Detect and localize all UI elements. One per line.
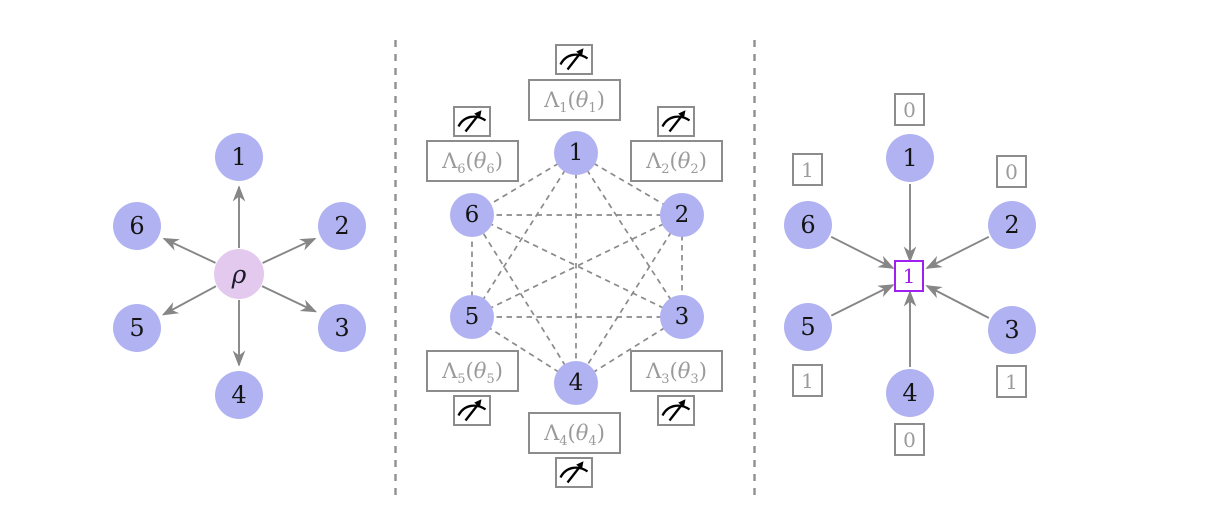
- middle-node-3: 3: [660, 295, 704, 339]
- right-node-2: 2: [988, 201, 1036, 249]
- middle-node-1-label: 1: [568, 140, 584, 166]
- channel-label-2: Λ2(θ2): [630, 140, 723, 182]
- meter-icon-3: [657, 395, 695, 426]
- left-node-3: 3: [318, 304, 366, 352]
- edge-3-6: [471, 214, 683, 318]
- middle-node-2: 2: [660, 193, 704, 237]
- outcome-2-value: 0: [1005, 159, 1018, 184]
- channel-label-2-text: Λ2(θ2): [646, 149, 707, 178]
- result-box: 1: [894, 260, 924, 292]
- right-node-5: 5: [784, 303, 832, 351]
- middle-node-5-label: 5: [464, 304, 480, 330]
- left-node-2: 2: [318, 202, 366, 250]
- outcome-box-4: 0: [894, 423, 925, 456]
- channel-label-4-text: Λ4(θ4): [544, 421, 605, 450]
- arrow-rho-to-2: [262, 237, 317, 264]
- channel-label-6-text: Λ6(θ6): [442, 149, 503, 178]
- edge-1-3: [575, 152, 683, 318]
- middle-node-4: 4: [554, 361, 598, 405]
- gauge-icon: [559, 48, 589, 71]
- gauge-icon: [661, 399, 691, 422]
- gauge-icon: [457, 110, 487, 133]
- result-value: 1: [902, 264, 916, 288]
- channel-label-4: Λ4(θ4): [528, 412, 621, 454]
- channel-label-1-text: Λ1(θ1): [544, 88, 605, 117]
- outcome-box-3: 1: [996, 365, 1027, 398]
- meter-icon-4: [555, 457, 593, 488]
- left-node-4-label: 4: [231, 381, 247, 409]
- left-node-5-label: 5: [129, 314, 145, 342]
- channel-label-5-text: Λ5(θ5): [442, 359, 503, 388]
- outcome-box-2: 0: [996, 155, 1027, 188]
- result-collection-arrows: [830, 184, 990, 367]
- middle-node-3-label: 3: [674, 304, 690, 330]
- outcome-5-value: 1: [801, 368, 814, 393]
- arrow-3-to-result: [925, 285, 990, 319]
- channel-label-1: Λ1(θ1): [528, 79, 621, 121]
- left-node-1: 1: [215, 133, 263, 181]
- right-node-6: 6: [784, 201, 832, 249]
- outcome-box-1: 0: [894, 93, 925, 126]
- arrow-6-to-result: [830, 235, 895, 269]
- left-node-6-label: 6: [129, 212, 145, 240]
- right-node-6-label: 6: [800, 211, 816, 239]
- right-node-4-label: 4: [902, 379, 918, 407]
- gauge-icon: [457, 399, 487, 422]
- correlation-edges: [471, 152, 683, 384]
- right-node-3-label: 3: [1004, 316, 1020, 344]
- outcome-4-value: 0: [903, 427, 916, 452]
- middle-node-6: 6: [450, 193, 494, 237]
- meter-icon-5: [453, 395, 491, 426]
- rho-symbol: ρ: [231, 259, 247, 289]
- arrow-2-to-result: [925, 235, 990, 269]
- arrow-rho-to-5: [161, 285, 217, 316]
- gauge-icon: [661, 110, 691, 133]
- middle-node-6-label: 6: [464, 202, 480, 228]
- right-node-2-label: 2: [1004, 211, 1020, 239]
- edge-2-4: [575, 214, 683, 384]
- outcome-1-value: 0: [903, 97, 916, 122]
- edge-2-5: [471, 214, 683, 318]
- left-node-1-label: 1: [231, 143, 247, 171]
- meter-icon-2: [657, 106, 695, 137]
- right-node-3: 3: [988, 306, 1036, 354]
- middle-node-2-label: 2: [674, 202, 690, 228]
- channel-label-6: Λ6(θ6): [426, 140, 519, 182]
- right-node-5-label: 5: [800, 313, 816, 341]
- outcome-3-value: 1: [1005, 369, 1018, 394]
- left-node-3-label: 3: [334, 314, 350, 342]
- gauge-icon: [559, 461, 589, 484]
- left-node-4: 4: [215, 371, 263, 419]
- meter-icon-6: [453, 106, 491, 137]
- left-node-2-label: 2: [334, 212, 350, 240]
- arrow-rho-to-3: [261, 285, 318, 313]
- left-node-6: 6: [113, 202, 161, 250]
- arrow-5-to-result: [830, 284, 895, 317]
- right-node-4: 4: [886, 369, 934, 417]
- meter-icon-1: [555, 44, 593, 75]
- left-node-5: 5: [113, 304, 161, 352]
- middle-node-1: 1: [554, 131, 598, 175]
- right-node-1: 1: [886, 134, 934, 182]
- channel-label-5: Λ5(θ5): [426, 350, 519, 392]
- source-distribution-arrows: [161, 185, 318, 367]
- source-state-node: ρ: [214, 249, 264, 299]
- arrow-rho-to-6: [162, 237, 216, 264]
- channel-label-3: Λ3(θ3): [630, 350, 723, 392]
- outcome-6-value: 1: [801, 157, 814, 182]
- outcome-box-5: 1: [792, 364, 823, 397]
- middle-node-5: 5: [450, 295, 494, 339]
- edge-1-5: [471, 152, 577, 318]
- right-node-1-label: 1: [902, 144, 918, 172]
- edge-4-6: [471, 214, 577, 384]
- outcome-box-6: 1: [792, 153, 823, 186]
- middle-node-4-label: 4: [568, 370, 584, 396]
- channel-label-3-text: Λ3(θ3): [646, 359, 707, 388]
